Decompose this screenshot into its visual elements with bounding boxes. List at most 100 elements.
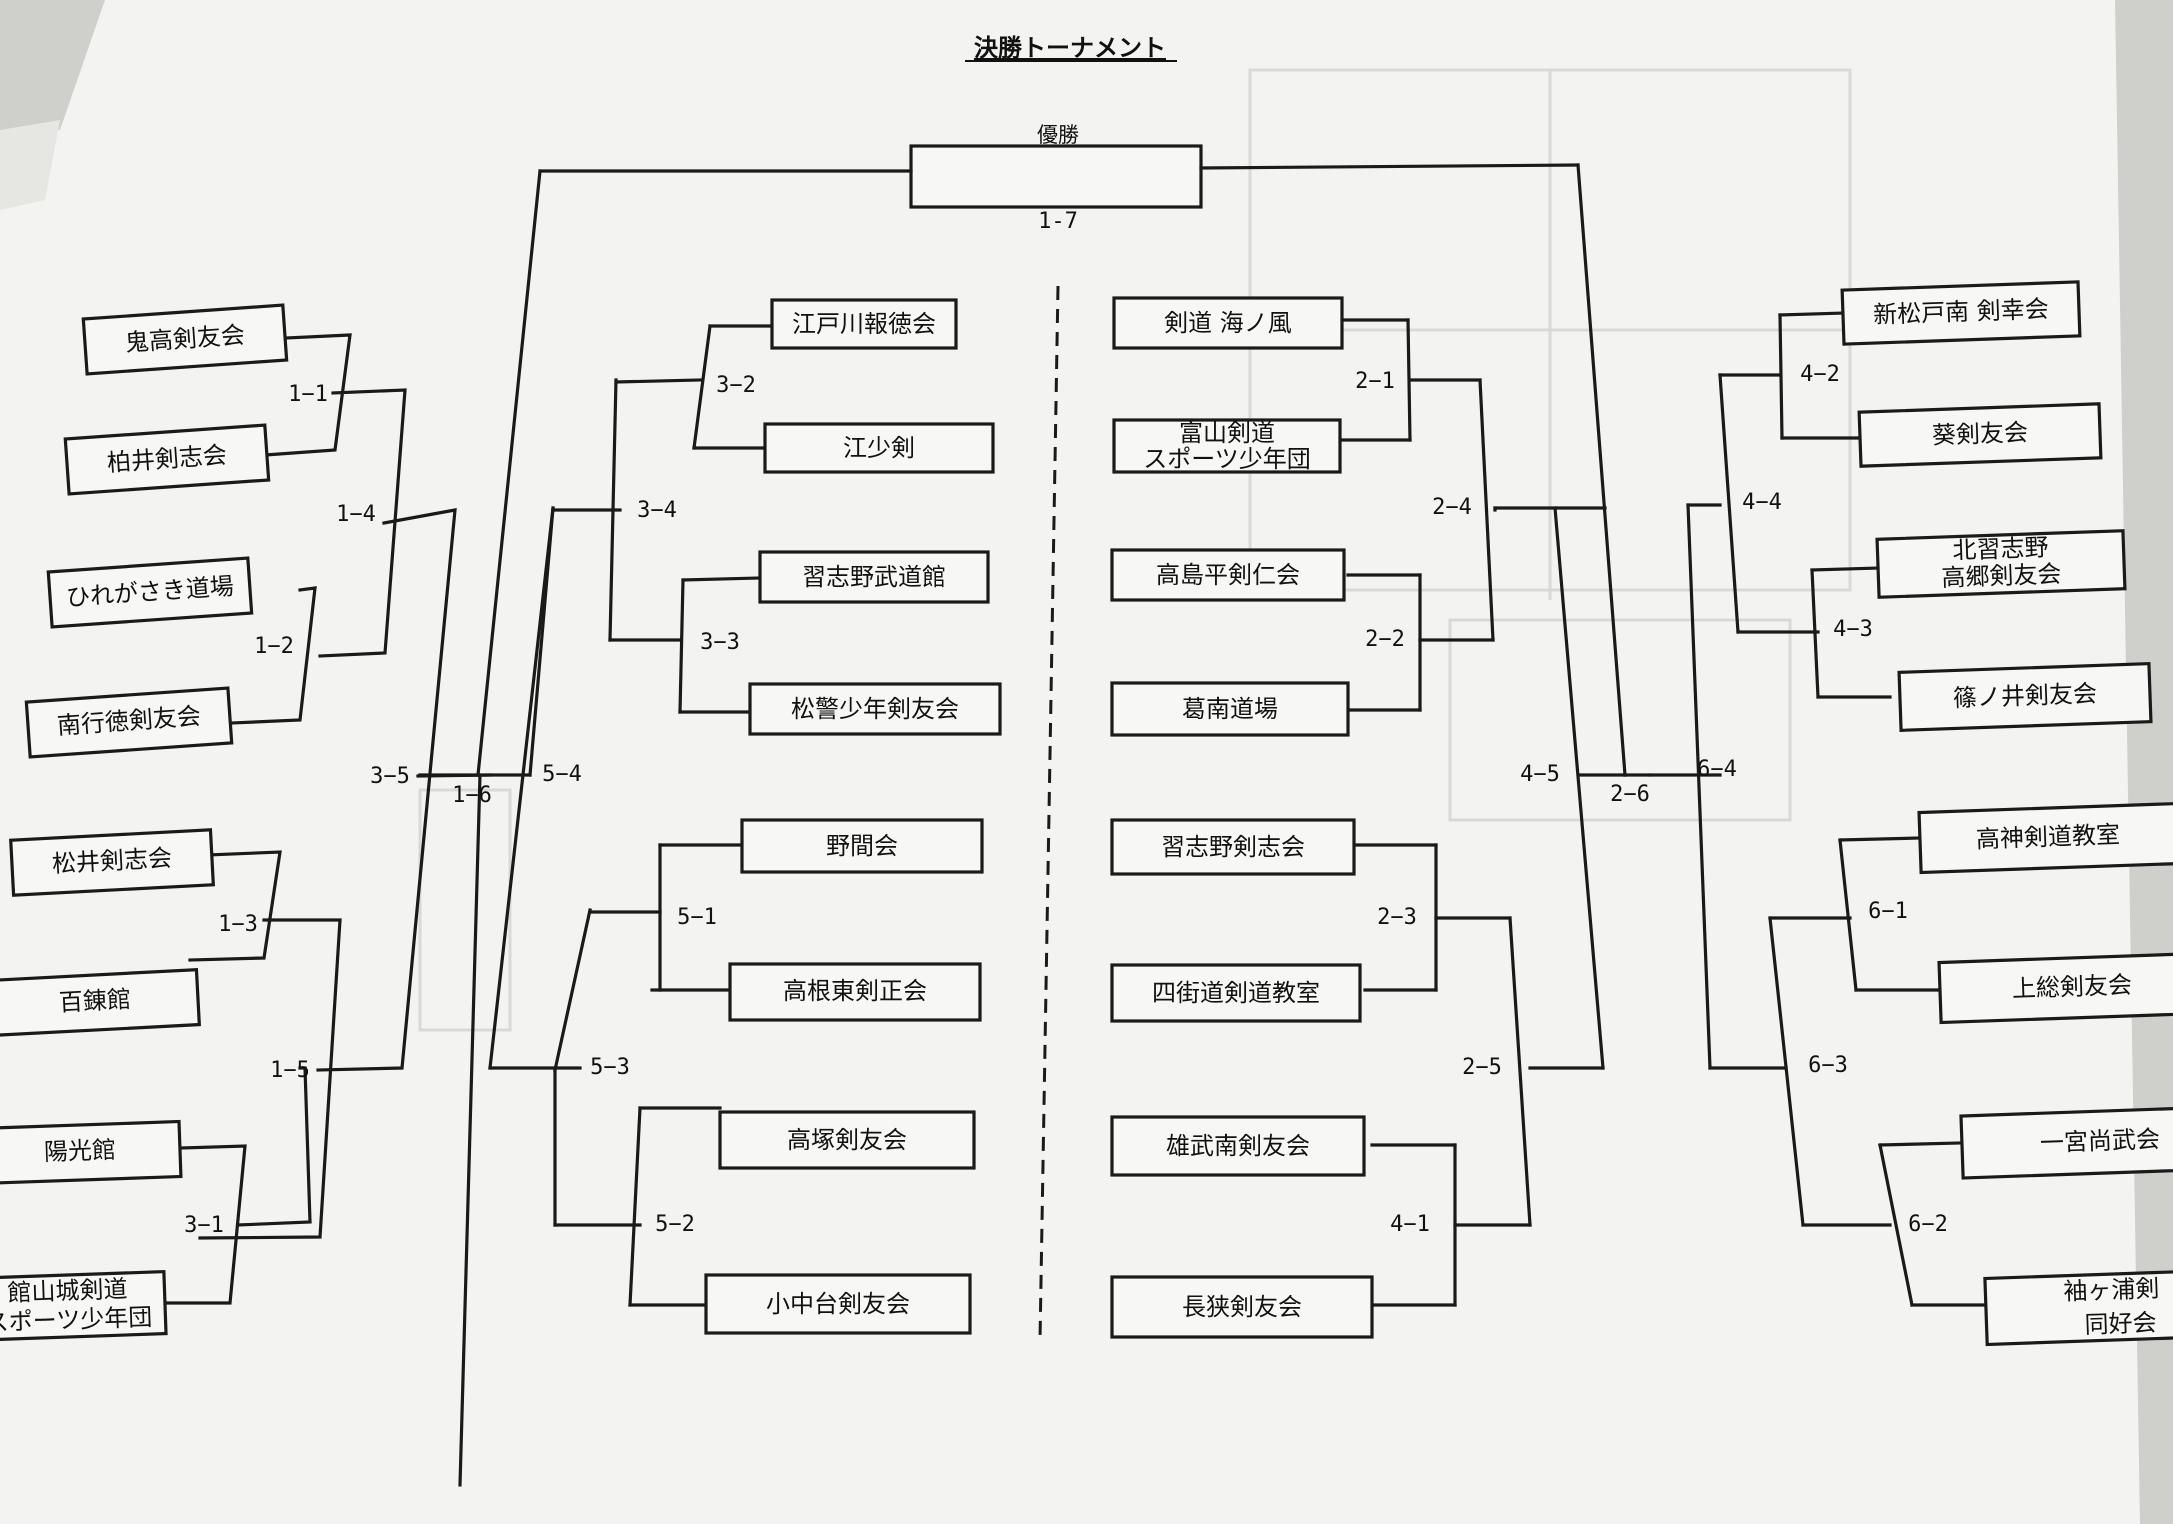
team-box-CL8: [704, 1273, 972, 1335]
team-box-CL6: [728, 962, 982, 1022]
team-box-CL5: [740, 818, 984, 874]
match-1-5: 1−5: [270, 1058, 310, 1083]
team-box-CR7: [1110, 1115, 1366, 1177]
team-L8-line1: 館山城剣道: [7, 1275, 128, 1307]
match-3-3: 3−3: [700, 630, 740, 655]
team-CR8: 長狭剣友会: [1182, 1293, 1302, 1321]
team-box-R4: [1897, 662, 2153, 732]
team-CR1: 剣道 海ノ風: [1164, 309, 1292, 337]
team-box-CR2: [1112, 418, 1342, 474]
page-title: 決勝トーナメント: [974, 34, 1166, 62]
team-CL7: 高塚剣友会: [787, 1126, 907, 1154]
team-CR2-line1: 富山剣道: [1179, 419, 1275, 447]
right-outer-teams: 新松戸南 剣幸会 葵剣友会 北習志野 高郷剣友会 篠ノ井剣友会 高神剣道教室 上…: [1840, 280, 2173, 1347]
team-box-CR3: [1110, 548, 1346, 602]
final-match-number: 1-7: [1038, 209, 1078, 234]
right-center-matches: 2−1 2−4 2−2 4−5 2−3 2−5 4−1: [1355, 369, 1560, 1237]
team-CL3: 習志野武道館: [802, 563, 946, 591]
left-center-bracket: [476, 169, 913, 1307]
match-3-1: 3−1: [184, 1213, 224, 1238]
team-R6: 上総剣友会: [2012, 971, 2133, 1003]
team-box-CR1: [1112, 296, 1344, 350]
right-center-bracket: [1199, 163, 1627, 1307]
team-R2: 葵剣友会: [1932, 418, 2029, 449]
left-center-teams: 江戸川報徳会 江少剣 習志野武道館 松警少年剣友会 野間会 高根東剣正会 高塚剣…: [704, 298, 1002, 1335]
match-1-2: 1−2: [254, 634, 294, 659]
match-6-2: 6−2: [1908, 1212, 1948, 1237]
match-6-4: 6−4: [1697, 757, 1737, 782]
team-R8-line1: 袖ヶ浦剣: [2063, 1274, 2160, 1305]
match-5-1: 5−1: [677, 905, 717, 930]
team-R3-line1: 北習志野: [1952, 533, 2049, 564]
match-4-5: 4−5: [1520, 762, 1560, 787]
match-4-1: 4−1: [1390, 1212, 1430, 1237]
team-CR2-line2: スポーツ少年団: [1143, 445, 1311, 473]
team-box-CR4: [1110, 681, 1350, 737]
team-L5: 松井剣志会: [51, 844, 172, 878]
match-2-2: 2−2: [1365, 627, 1405, 652]
match-2-5: 2−5: [1462, 1055, 1502, 1080]
team-box-R3: [1875, 529, 2127, 599]
team-R4: 篠ノ井剣友会: [1953, 679, 2098, 712]
team-CR5: 習志野剣志会: [1161, 833, 1305, 861]
team-CR4: 葛南道場: [1182, 695, 1278, 723]
match-6-3: 6−3: [1808, 1053, 1848, 1078]
team-box-CR6: [1110, 963, 1362, 1023]
match-1-6: 1−6: [452, 783, 492, 808]
match-1-1: 1−1: [288, 382, 328, 407]
match-4-3: 4−3: [1833, 617, 1873, 642]
team-L8-line2: スポーツ少年団: [0, 1303, 153, 1337]
team-box-R1: [1840, 280, 2082, 346]
team-box-L6: [0, 967, 202, 1038]
team-CL8: 小中台剣友会: [766, 1290, 910, 1318]
team-box-CL4: [748, 682, 1002, 736]
match-2-3: 2−3: [1377, 905, 1417, 930]
team-box-L8: [0, 1269, 168, 1343]
match-3-5: 3−5: [370, 764, 410, 789]
match-5-3: 5−3: [590, 1055, 630, 1080]
team-box-R7: [1959, 1106, 2173, 1180]
team-box-L7: [0, 1119, 183, 1186]
team-R5: 高神剣道教室: [1976, 821, 2121, 854]
team-CR3: 高島平剣仁会: [1156, 561, 1300, 589]
team-box-L1: [81, 303, 289, 376]
match-6-1: 6−1: [1868, 899, 1908, 924]
team-CR6: 四街道剣道教室: [1152, 979, 1320, 1007]
team-box-L2: [63, 423, 271, 496]
left-outer-bracket: [163, 333, 492, 1487]
match-1-4: 1−4: [336, 502, 376, 527]
team-box-R6: [1937, 951, 2173, 1025]
match-4-2: 4−2: [1800, 362, 1840, 387]
team-box-R5: [1917, 801, 2173, 875]
team-box-L4: [24, 686, 234, 759]
team-R3-line2: 高郷剣友会: [1941, 560, 2062, 592]
left-outer-matches: 1−1 1−2 1−3 3−1 1−4 1−5 3−5 1−6: [184, 382, 492, 1238]
right-outer-matches: 2−6 6−4 4−4 4−2 4−3 6−3 6−1 6−2: [1610, 362, 1948, 1237]
team-CR7: 雄武南剣友会: [1166, 1132, 1310, 1160]
match-2-1: 2−1: [1355, 369, 1395, 394]
team-box-L5: [9, 828, 216, 897]
team-box-CL3: [758, 550, 990, 604]
team-CL1: 江戸川報徳会: [792, 310, 936, 338]
match-2-6: 2−6: [1610, 782, 1650, 807]
right-center-teams: 剣道 海ノ風 富山剣道 スポーツ少年団 高島平剣仁会 葛南道場 習志野剣志会 四…: [1110, 296, 1374, 1339]
team-box-CL7: [718, 1110, 976, 1170]
team-box-R2: [1857, 402, 2103, 468]
team-box-CL1: [770, 298, 958, 350]
team-box-CL2: [763, 422, 995, 474]
match-3-2: 3−2: [716, 373, 756, 398]
team-box-L3: [46, 556, 254, 629]
team-CL5: 野間会: [826, 832, 898, 860]
center-divider: [1038, 285, 1060, 1341]
winner-label: 優勝: [1037, 123, 1079, 147]
team-box-CR5: [1110, 818, 1356, 876]
match-2-4: 2−4: [1432, 495, 1472, 520]
match-4-4: 4−4: [1742, 490, 1782, 515]
champion-box: [909, 144, 1203, 209]
team-L7: 陽光館: [43, 1136, 116, 1166]
team-R8-line2: 同好会: [2084, 1309, 2157, 1339]
match-1-3: 1−3: [218, 912, 258, 937]
paper-shadow-edge: [0, 120, 60, 210]
team-box-R8: [1983, 1269, 2173, 1347]
